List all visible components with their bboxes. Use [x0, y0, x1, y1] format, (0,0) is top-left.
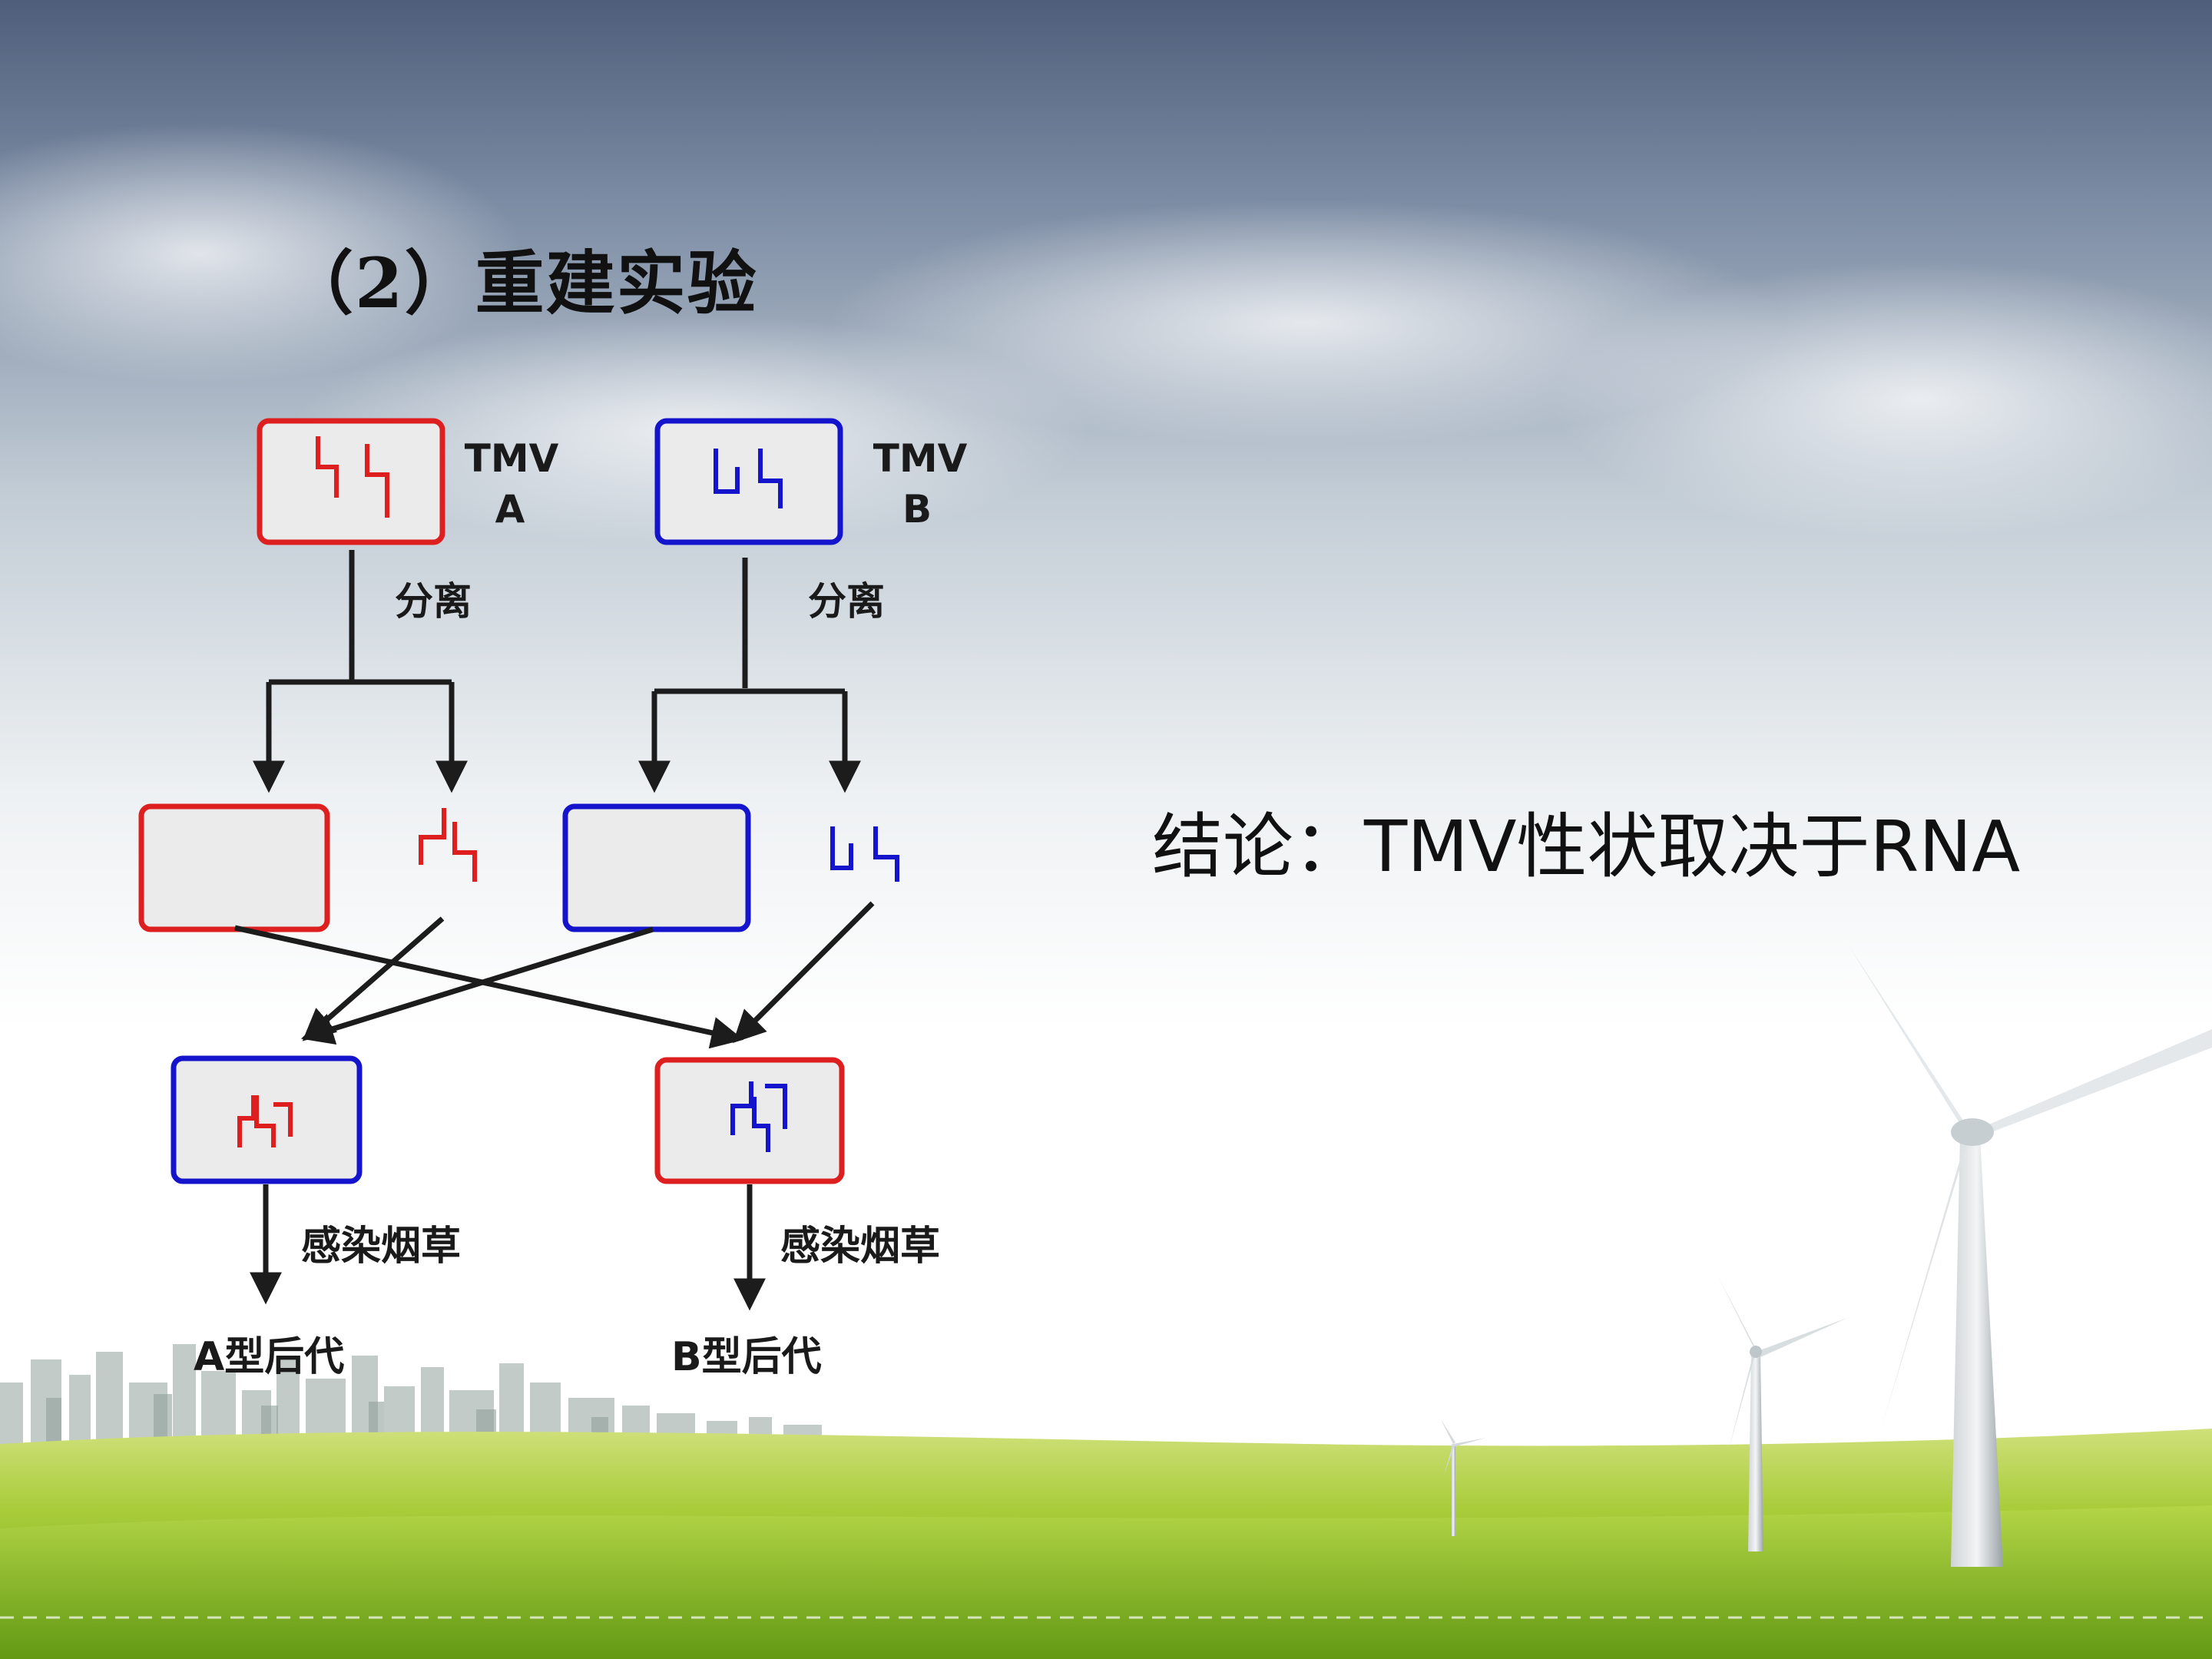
tmv-a-label-line1: TMV — [465, 436, 559, 481]
tmv-b-label-line2: B — [902, 487, 932, 531]
tmv-b-capsid — [654, 418, 843, 545]
offspring-label-right: B型后代 — [671, 1334, 822, 1380]
tmv-a-protein-coat — [138, 803, 330, 932]
separate-label-a: 分离 — [395, 579, 472, 624]
tmv-a-capsid — [257, 418, 445, 545]
tmv-b-virus — [654, 418, 843, 545]
tmv-a-label-line2: A — [495, 487, 525, 531]
tmv-a-virus — [257, 418, 445, 545]
slide-title: （2）重建实验 — [284, 243, 758, 324]
hybrid-virus-right — [654, 1057, 845, 1184]
hybrid-virus-left — [171, 1055, 363, 1184]
infection-arrows — [250, 1184, 766, 1311]
hybrid-left-rna-icon — [237, 1095, 293, 1147]
offspring-label-left: A型后代 — [194, 1334, 344, 1380]
reconstitution-arrows — [234, 901, 875, 1049]
separate-label-b: 分离 — [808, 579, 885, 624]
separation-branch-b — [638, 558, 861, 793]
tmv-b-label-line1: TMV — [873, 436, 968, 481]
tmv-b-protein-coat — [562, 803, 751, 932]
tmv-b-rna-separated — [830, 826, 899, 882]
tmv-a-rna-icon — [316, 436, 389, 518]
hybrid-right-rna-icon — [730, 1081, 787, 1152]
separation-branch-a — [253, 550, 468, 793]
tmv-a-rna-separated — [419, 808, 477, 882]
conclusion-text: 结论：TMV性状取决于RNA — [1152, 806, 2021, 888]
infect-label-right: 感染烟草 — [780, 1224, 940, 1270]
tmv-b-rna-icon — [714, 449, 783, 508]
infect-label-left: 感染烟草 — [301, 1224, 461, 1270]
